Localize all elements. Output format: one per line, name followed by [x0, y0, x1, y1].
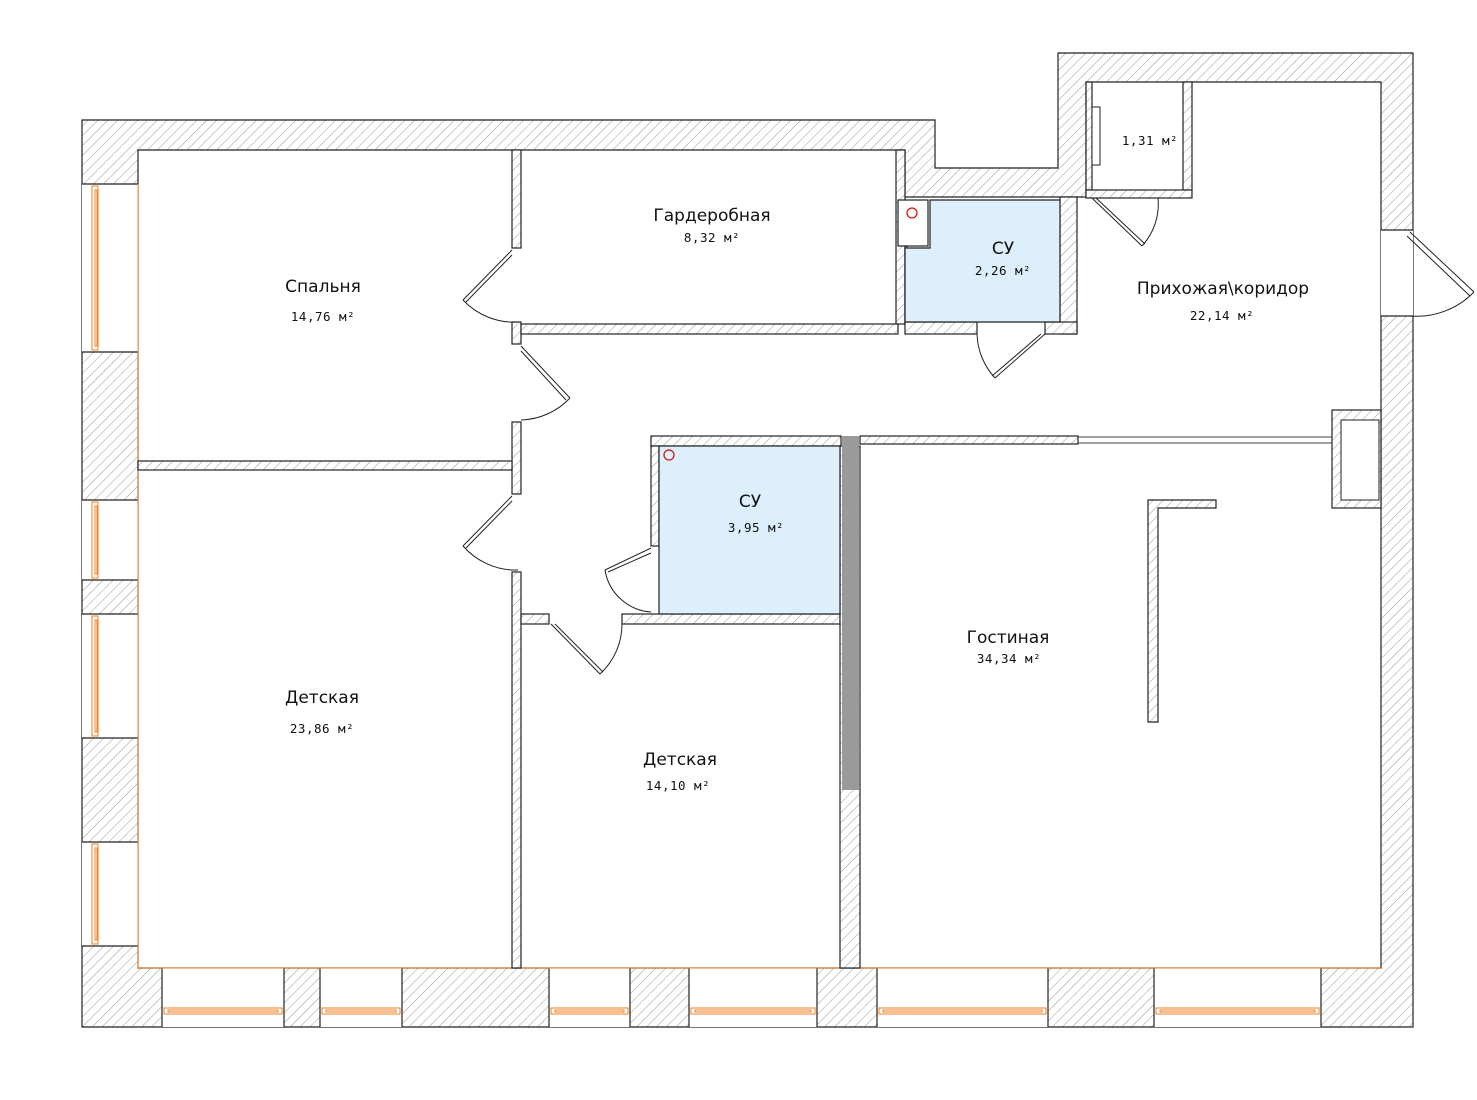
- window-gap: [1154, 968, 1321, 1027]
- room-area-hall: 22,14 м²: [1190, 308, 1254, 323]
- room-area-living: 34,34 м²: [977, 651, 1041, 666]
- windows: [91, 184, 1381, 1015]
- room-area-bedroom: 14,76 м²: [291, 309, 355, 324]
- room-area-bathroom-1: 2,26 м²: [975, 263, 1031, 278]
- room-name-kids-2: Детская: [643, 750, 717, 770]
- bathroom-1-floor: [904, 199, 1061, 323]
- doors: [462, 197, 1475, 675]
- glass-partition: [1078, 436, 1332, 444]
- window-gap: [162, 968, 284, 1027]
- window-gap: [82, 500, 138, 580]
- riser-marker: [663, 449, 675, 461]
- window-gap: [82, 184, 138, 352]
- room-name-hall: Прихожая\коридор: [1137, 279, 1309, 299]
- bathroom-2-floor: [658, 445, 841, 615]
- room-name-living: Гостиная: [967, 628, 1050, 648]
- window-gap: [82, 614, 138, 738]
- room-area-storage: 1,31 м²: [1122, 133, 1178, 148]
- storage-shelf: [1091, 106, 1101, 166]
- room-name-bathroom-2: СУ: [739, 492, 762, 512]
- gray-partition: [842, 436, 859, 790]
- room-area-bathroom-2: 3,95 м²: [728, 520, 784, 535]
- exterior-walls: [81, 52, 1414, 1028]
- window-gap: [689, 968, 817, 1027]
- room-area-kids-2: 14,10 м²: [646, 778, 710, 793]
- room-area-wardrobe: 8,32 м²: [684, 230, 740, 245]
- room-name-wardrobe: Гардеробная: [653, 206, 770, 226]
- entrance-gap: [1381, 230, 1413, 316]
- window-gap: [320, 968, 402, 1027]
- window-gap: [549, 968, 630, 1027]
- riser-marker: [906, 207, 918, 219]
- room-area-kids-1: 23,86 м²: [290, 721, 354, 736]
- window-gap: [877, 968, 1048, 1027]
- window-gap: [82, 842, 138, 946]
- room-name-bedroom: Спальня: [285, 277, 361, 297]
- room-labels: Спальня 14,76 м² Гардеробная 8,32 м² СУ …: [285, 133, 1309, 793]
- room-name-bathroom-1: СУ: [992, 239, 1015, 259]
- room-name-kids-1: Детская: [285, 688, 359, 708]
